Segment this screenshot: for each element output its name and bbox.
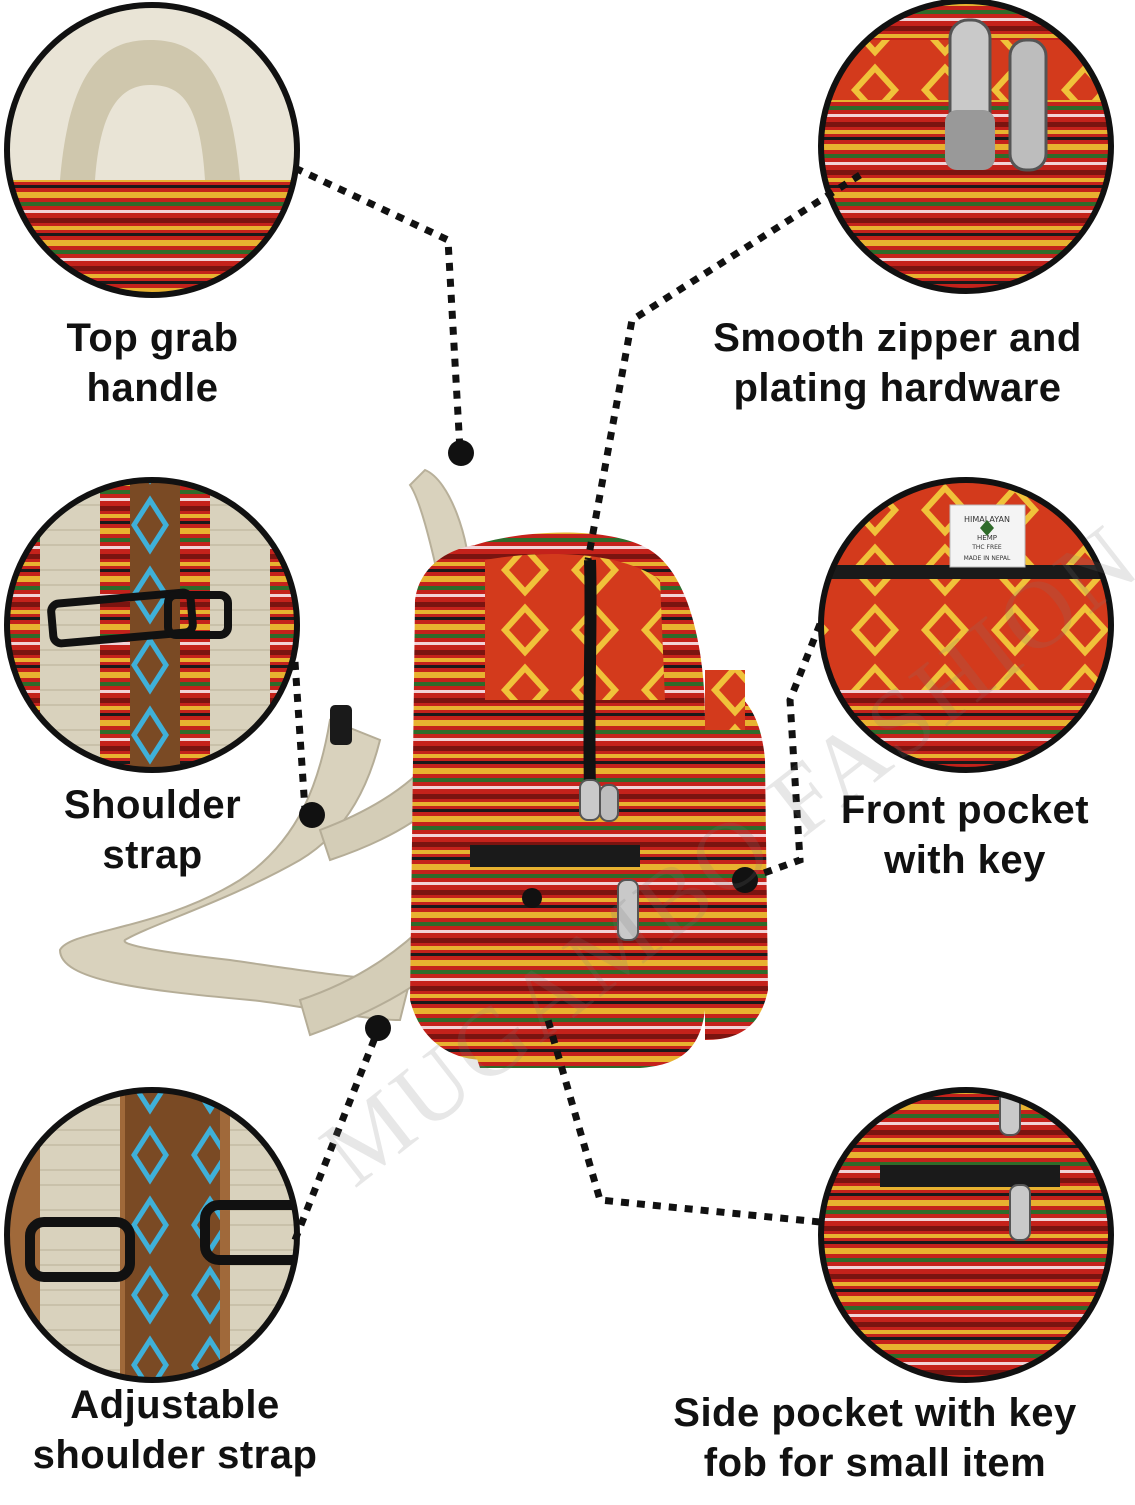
detail-circle-shoulder-strap: [4, 477, 300, 773]
leader-shoulder: [291, 661, 309, 811]
detail-circle-side-pocket: [818, 1087, 1114, 1383]
patch-brand: HIMALAYAN: [964, 515, 1010, 524]
patch-thc: THC FREE: [971, 544, 1002, 551]
label-shoulder-strap: Shoulder strap: [63, 783, 242, 877]
leader-lines: [291, 164, 862, 1242]
label-top-grab-handle: Top grab handle: [66, 316, 239, 410]
detail-circle-adjustable-strap: [4, 1087, 300, 1383]
backpack-product: [58, 468, 768, 1068]
label-adjustable-strap: Adjustable shoulder strap: [32, 1383, 318, 1477]
label-front-pocket: Front pocket with key: [840, 788, 1090, 882]
label-zipper-hardware: Smooth zipper and plating hardware: [713, 316, 1082, 410]
patch-origin: MADE IN NEPAL: [964, 555, 1011, 562]
detail-circle-top-handle: [4, 2, 300, 298]
leaf-icon: [980, 520, 994, 536]
detail-circle-zipper: [818, 0, 1114, 294]
leader-dots: [299, 440, 758, 1041]
patch-hemp: HEMP: [977, 534, 997, 542]
leader-adjustable: [291, 1028, 382, 1242]
leader-zipper: [584, 172, 862, 561]
leader-front-pocket: [748, 622, 824, 882]
leader-top-handle: [293, 164, 464, 451]
label-side-pocket: Side pocket with key fob for small item: [673, 1391, 1077, 1485]
